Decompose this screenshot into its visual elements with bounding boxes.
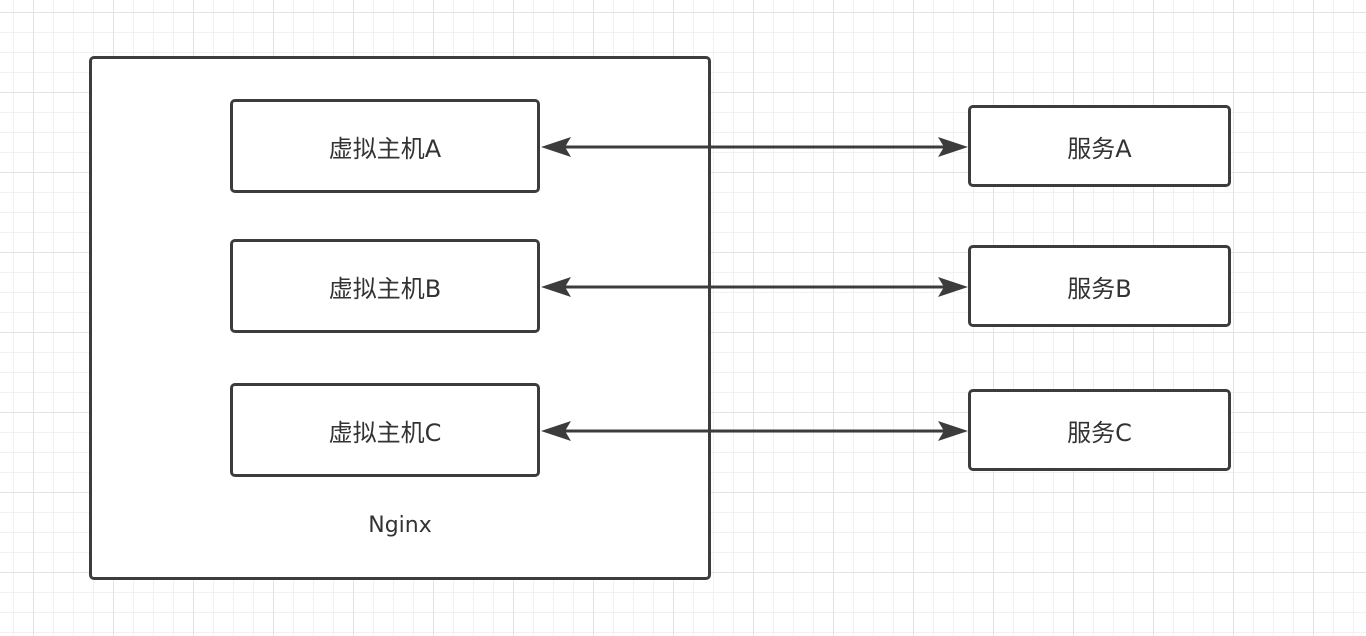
service-a-label: 服务A <box>1067 134 1132 163</box>
service-b[interactable]: 服务B <box>968 245 1231 327</box>
connector-a-right-arrowhead-icon <box>938 137 968 157</box>
service-c[interactable]: 服务C <box>968 389 1231 471</box>
nginx-label: Nginx <box>368 513 432 538</box>
service-b-label: 服务B <box>1067 274 1132 303</box>
service-a[interactable]: 服务A <box>968 105 1231 187</box>
virtual-host-b-label: 虚拟主机B <box>328 274 442 303</box>
virtual-host-c[interactable]: 虚拟主机C <box>230 383 540 477</box>
connector-c-right-arrowhead-icon <box>938 421 968 441</box>
service-c-label: 服务C <box>1067 418 1132 447</box>
virtual-host-b[interactable]: 虚拟主机B <box>230 239 540 333</box>
virtual-host-a-label: 虚拟主机A <box>328 134 442 163</box>
virtual-host-a[interactable]: 虚拟主机A <box>230 99 540 193</box>
virtual-host-c-label: 虚拟主机C <box>328 418 442 447</box>
connector-b-right-arrowhead-icon <box>938 277 968 297</box>
